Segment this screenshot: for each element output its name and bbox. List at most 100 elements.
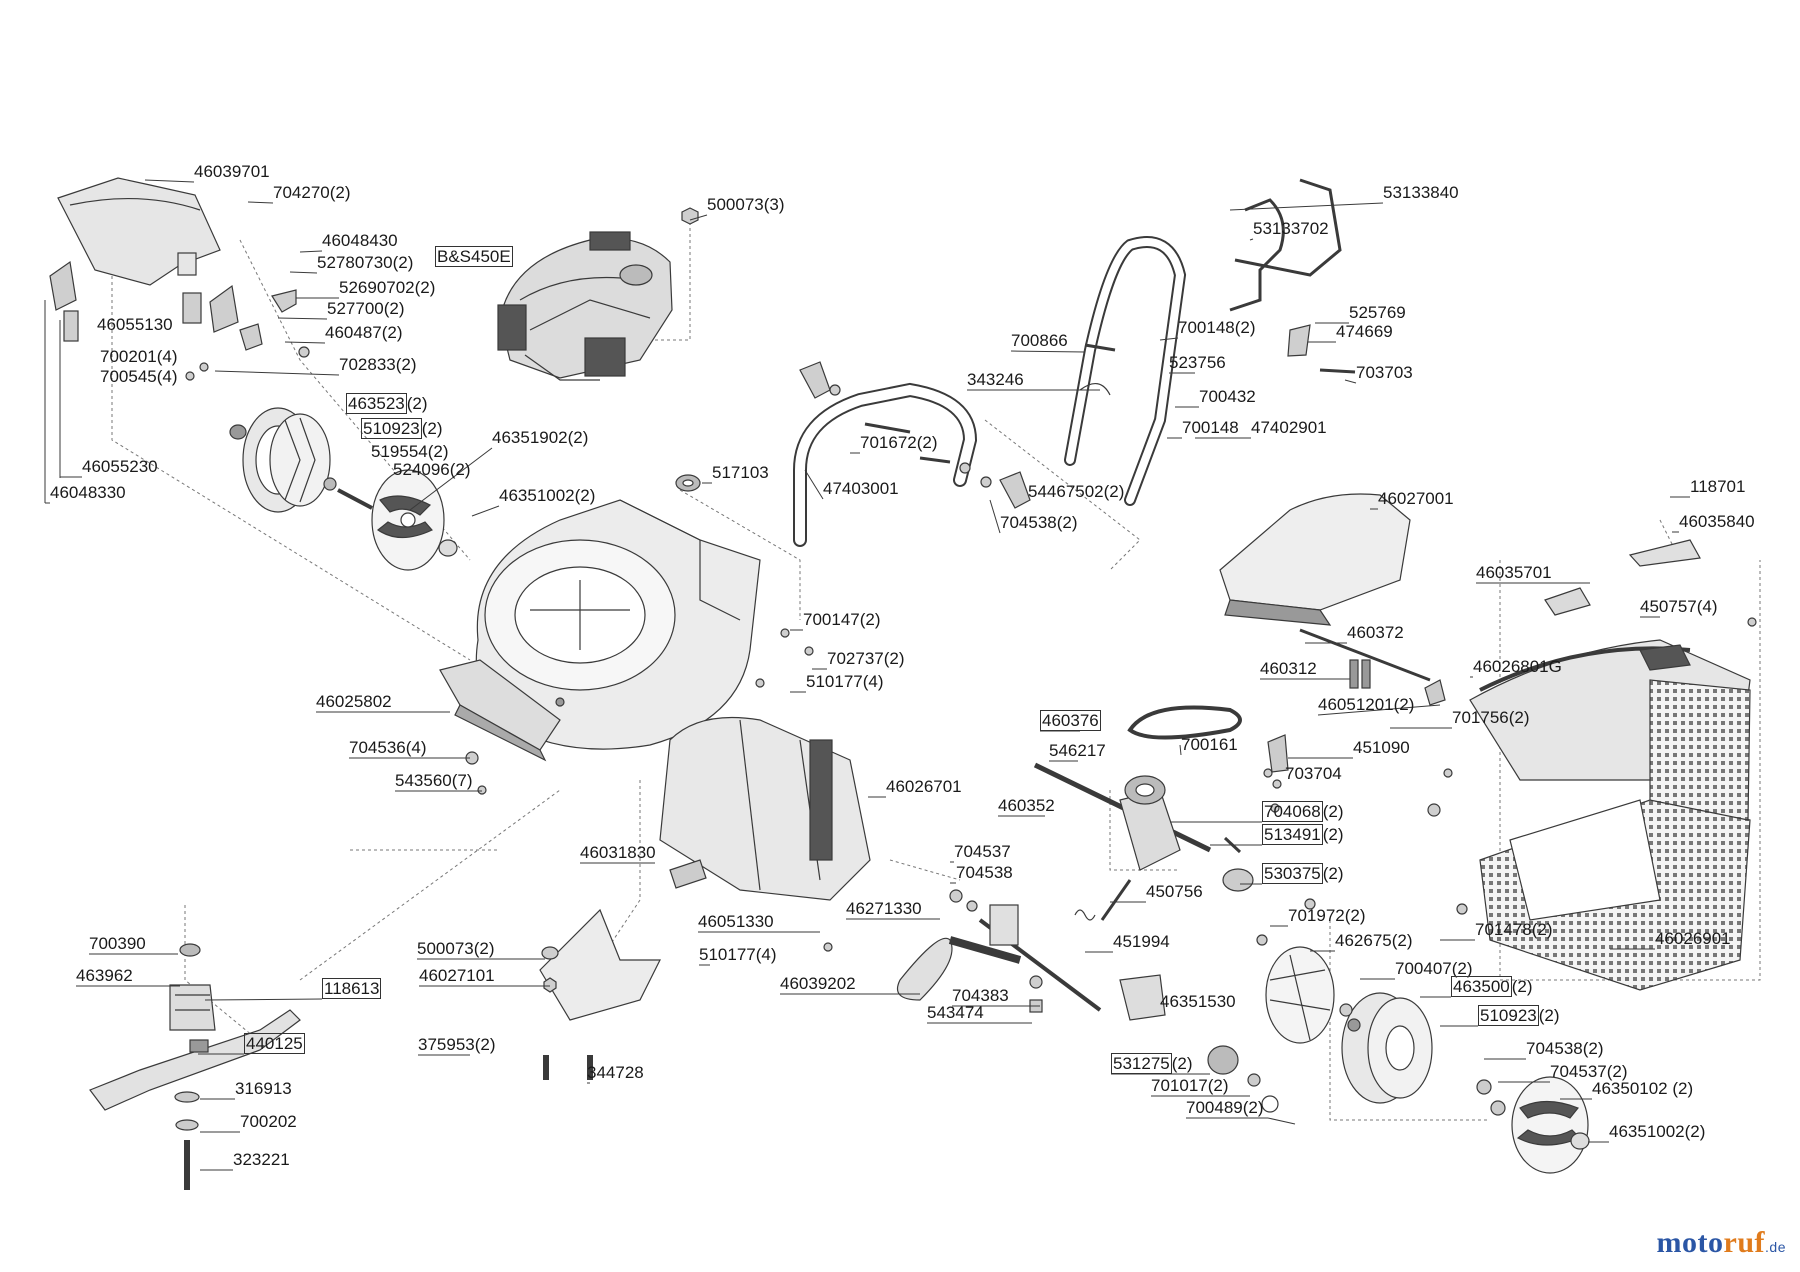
part-label-46039701[interactable]: 46039701 bbox=[194, 162, 270, 182]
part-label-46027001[interactable]: 46027001 bbox=[1378, 489, 1454, 509]
part-label-47402901[interactable]: 47402901 bbox=[1251, 418, 1327, 438]
part-label-46035701[interactable]: 46035701 bbox=[1476, 563, 1552, 583]
part-label-53133702[interactable]: 53133702 bbox=[1253, 219, 1329, 239]
part-label-46026901[interactable]: 46026901 bbox=[1655, 929, 1731, 949]
part-label-463500[interactable]: 463500(2) bbox=[1451, 976, 1533, 997]
part-label-323221[interactable]: 323221 bbox=[233, 1150, 290, 1170]
part-label-46055130[interactable]: 46055130 bbox=[97, 315, 173, 335]
part-label-462675-2-[interactable]: 462675(2) bbox=[1335, 931, 1413, 951]
part-label-46350102-2-[interactable]: 46350102 (2) bbox=[1592, 1079, 1693, 1099]
part-label-46026801g[interactable]: 46026801G bbox=[1473, 657, 1562, 677]
part-label-500073-2-[interactable]: 500073(2) bbox=[417, 939, 495, 959]
part-label-46035840[interactable]: 46035840 bbox=[1679, 512, 1755, 532]
part-label-474669[interactable]: 474669 bbox=[1336, 322, 1393, 342]
part-label-703703[interactable]: 703703 bbox=[1356, 363, 1413, 383]
part-label-451090[interactable]: 451090 bbox=[1353, 738, 1410, 758]
part-label-54467502-2-[interactable]: 54467502(2) bbox=[1028, 482, 1124, 502]
part-label-46351530[interactable]: 46351530 bbox=[1160, 992, 1236, 1012]
part-label-463523[interactable]: 463523(2) bbox=[346, 393, 428, 414]
part-label-704068[interactable]: 704068(2) bbox=[1262, 801, 1344, 822]
part-label-463962[interactable]: 463962 bbox=[76, 966, 133, 986]
part-label-513491[interactable]: 513491(2) bbox=[1262, 824, 1344, 845]
part-label-46025802[interactable]: 46025802 bbox=[316, 692, 392, 712]
part-label-46026701[interactable]: 46026701 bbox=[886, 777, 962, 797]
part-label-440125[interactable]: 440125 bbox=[244, 1033, 305, 1054]
part-label-530375[interactable]: 530375(2) bbox=[1262, 863, 1344, 884]
part-label-46031830[interactable]: 46031830 bbox=[580, 843, 656, 863]
part-label-343246[interactable]: 343246 bbox=[967, 370, 1024, 390]
part-label-46027101[interactable]: 46027101 bbox=[419, 966, 495, 986]
part-label-527700-2-[interactable]: 527700(2) bbox=[327, 299, 405, 319]
part-label-700161[interactable]: 700161 bbox=[1181, 735, 1238, 755]
part-label-53133840[interactable]: 53133840 bbox=[1383, 183, 1459, 203]
part-label-700201-4-[interactable]: 700201(4) bbox=[100, 347, 178, 367]
part-label-701756-2-[interactable]: 701756(2) bbox=[1452, 708, 1530, 728]
part-label-46351002-2-[interactable]: 46351002(2) bbox=[1609, 1122, 1705, 1142]
part-label-52690702-2-[interactable]: 52690702(2) bbox=[339, 278, 435, 298]
part-label-500073-3-[interactable]: 500073(3) bbox=[707, 195, 785, 215]
part-label-510923[interactable]: 510923(2) bbox=[1478, 1005, 1560, 1026]
part-label-701478-2-[interactable]: 701478(2) bbox=[1475, 920, 1553, 940]
part-label-525769[interactable]: 525769 bbox=[1349, 303, 1406, 323]
part-label-46048430[interactable]: 46048430 bbox=[322, 231, 398, 251]
part-label-118613[interactable]: 118613 bbox=[322, 978, 382, 999]
part-label-704536-4-[interactable]: 704536(4) bbox=[349, 738, 427, 758]
part-label-704538-2-[interactable]: 704538(2) bbox=[1526, 1039, 1604, 1059]
part-label-46055230[interactable]: 46055230 bbox=[82, 457, 158, 477]
part-label-375953-2-[interactable]: 375953(2) bbox=[418, 1035, 496, 1055]
part-label-b-s450e[interactable]: B&S450E bbox=[435, 246, 513, 267]
part-label-703704[interactable]: 703704 bbox=[1285, 764, 1342, 784]
part-label-47403001[interactable]: 47403001 bbox=[823, 479, 899, 499]
part-label-46351902-2-[interactable]: 46351902(2) bbox=[492, 428, 588, 448]
part-label-704383[interactable]: 704383 bbox=[952, 986, 1009, 1006]
part-label-523756[interactable]: 523756 bbox=[1169, 353, 1226, 373]
part-label-524096-2-[interactable]: 524096(2) bbox=[393, 460, 471, 480]
part-label-702737-2-[interactable]: 702737(2) bbox=[827, 649, 905, 669]
part-label-704270-2-[interactable]: 704270(2) bbox=[273, 183, 351, 203]
part-label-460312[interactable]: 460312 bbox=[1260, 659, 1317, 679]
part-label-460372[interactable]: 460372 bbox=[1347, 623, 1404, 643]
part-label-700148-2-[interactable]: 700148(2) bbox=[1178, 318, 1256, 338]
part-label-700390[interactable]: 700390 bbox=[89, 934, 146, 954]
part-label-46039202[interactable]: 46039202 bbox=[780, 974, 856, 994]
part-label-460352[interactable]: 460352 bbox=[998, 796, 1055, 816]
part-label-531275[interactable]: 531275(2) bbox=[1111, 1053, 1193, 1074]
part-label-510923[interactable]: 510923(2) bbox=[361, 418, 443, 439]
part-label-460487-2-[interactable]: 460487(2) bbox=[325, 323, 403, 343]
part-label-460376[interactable]: 460376 bbox=[1040, 710, 1101, 731]
part-label-704538[interactable]: 704538 bbox=[956, 863, 1013, 883]
part-label-510177-4-[interactable]: 510177(4) bbox=[699, 945, 777, 965]
part-label-701972-2-[interactable]: 701972(2) bbox=[1288, 906, 1366, 926]
part-label-704537-2-[interactable]: 704537(2) bbox=[1550, 1062, 1628, 1082]
part-label-510177-4-[interactable]: 510177(4) bbox=[806, 672, 884, 692]
part-label-700866[interactable]: 700866 bbox=[1011, 331, 1068, 351]
part-label-546217[interactable]: 546217 bbox=[1049, 741, 1106, 761]
part-label-702833-2-[interactable]: 702833(2) bbox=[339, 355, 417, 375]
part-label-700432[interactable]: 700432 bbox=[1199, 387, 1256, 407]
part-label-704538-2-[interactable]: 704538(2) bbox=[1000, 513, 1078, 533]
part-label-46051201-2-[interactable]: 46051201(2) bbox=[1318, 695, 1414, 715]
part-label-543474[interactable]: 543474 bbox=[927, 1003, 984, 1023]
part-label-451994[interactable]: 451994 bbox=[1113, 932, 1170, 952]
part-label-701017-2-[interactable]: 701017(2) bbox=[1151, 1076, 1229, 1096]
part-label-700202[interactable]: 700202 bbox=[240, 1112, 297, 1132]
part-label-543560-7-[interactable]: 543560(7) bbox=[395, 771, 473, 791]
part-label-450757-4-[interactable]: 450757(4) bbox=[1640, 597, 1718, 617]
part-label-519554-2-[interactable]: 519554(2) bbox=[371, 442, 449, 462]
part-label-344728[interactable]: 344728 bbox=[587, 1063, 644, 1083]
part-label-701672-2-[interactable]: 701672(2) bbox=[860, 433, 938, 453]
part-label-52780730-2-[interactable]: 52780730(2) bbox=[317, 253, 413, 273]
part-label-700148[interactable]: 700148 bbox=[1182, 418, 1239, 438]
part-label-46271330[interactable]: 46271330 bbox=[846, 899, 922, 919]
part-label-46351002-2-[interactable]: 46351002(2) bbox=[499, 486, 595, 506]
part-label-700407-2-[interactable]: 700407(2) bbox=[1395, 959, 1473, 979]
part-label-118701[interactable]: 118701 bbox=[1690, 477, 1745, 497]
part-label-704537[interactable]: 704537 bbox=[954, 842, 1011, 862]
part-label-700147-2-[interactable]: 700147(2) bbox=[803, 610, 881, 630]
part-label-450756[interactable]: 450756 bbox=[1146, 882, 1203, 902]
part-label-46048330[interactable]: 46048330 bbox=[50, 483, 126, 503]
part-label-700545-4-[interactable]: 700545(4) bbox=[100, 367, 178, 387]
part-label-46051330[interactable]: 46051330 bbox=[698, 912, 774, 932]
part-label-517103[interactable]: 517103 bbox=[712, 463, 769, 483]
part-label-316913[interactable]: 316913 bbox=[235, 1079, 292, 1099]
